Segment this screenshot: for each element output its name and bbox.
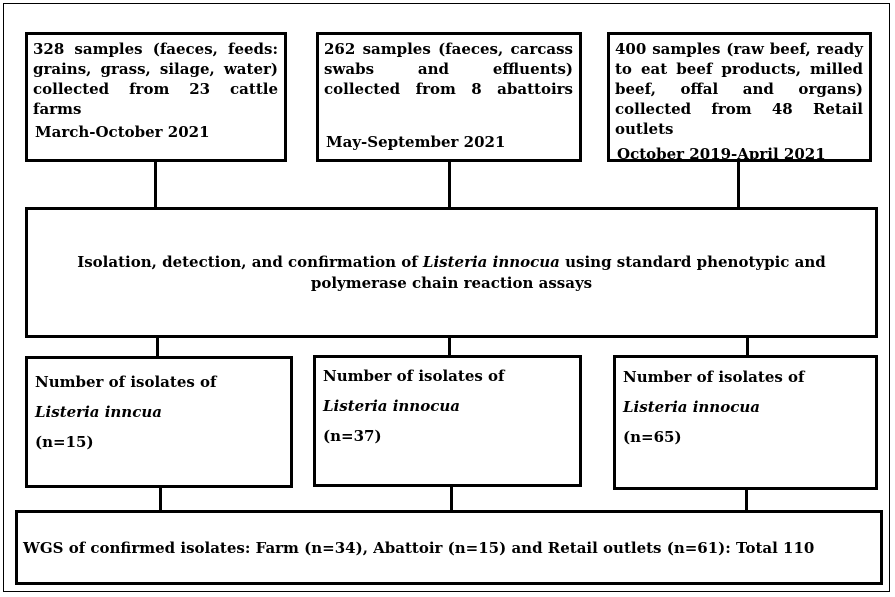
connector-line (154, 162, 157, 207)
connector-line (450, 487, 453, 510)
isolation-suffix: using standard phenotypic and polymerase… (310, 252, 826, 292)
farm-isolates-box: Number of isolates of Listeria inncua (n… (25, 356, 293, 488)
retail-samples-box: 400 samples (raw beef, ready to eat beef… (607, 32, 872, 163)
figure-frame (3, 3, 890, 592)
abattoir-isolates-label: Number of isolates of (323, 367, 505, 385)
isolation-step-box: Isolation, detection, and confirmation o… (25, 207, 878, 338)
farm-isolates-label: Number of isolates of (35, 373, 217, 391)
abattoir-isolates-box: Number of isolates of Listeria innocua (… (313, 355, 582, 487)
wgs-summary-text: WGS of confirmed isolates: Farm (n=34), … (23, 538, 815, 557)
isolation-species: Listeria innocua (422, 252, 560, 271)
connector-line (746, 338, 749, 355)
abattoir-isolates-species: Listeria innocua (323, 397, 460, 415)
retail-isolates-label: Number of isolates of (623, 368, 805, 386)
abattoir-isolates-count: (n=37) (323, 427, 382, 445)
connector-line (159, 488, 162, 510)
connector-line (156, 338, 159, 356)
wgs-summary-box: WGS of confirmed isolates: Farm (n=34), … (15, 510, 883, 585)
isolation-step-text: Isolation, detection, and confirmation o… (28, 252, 875, 294)
retail-isolates-box: Number of isolates of Listeria innocua (… (613, 355, 878, 490)
farm-samples-box: 328 samples (faeces, feeds: grains, gras… (25, 32, 287, 162)
isolation-prefix: Isolation, detection, and confirmation o… (77, 252, 423, 271)
farm-samples-date: March-October 2021 (35, 123, 210, 141)
farm-samples-text: 328 samples (faeces, feeds: grains, gras… (33, 40, 278, 118)
retail-isolates-count: (n=65) (623, 428, 682, 446)
retail-isolates-species: Listeria innocua (623, 398, 760, 416)
abattoir-samples-text: 262 samples (faeces, carcass swabs and e… (324, 40, 573, 98)
abattoir-samples-box: 262 samples (faeces, carcass swabs and e… (316, 32, 582, 162)
retail-samples-date: October 2019-April 2021 (617, 145, 826, 163)
abattoir-samples-date: May-September 2021 (326, 133, 506, 151)
connector-line (448, 338, 451, 355)
farm-isolates-species: Listeria inncua (35, 403, 162, 421)
connector-line (737, 162, 740, 207)
retail-samples-text: 400 samples (raw beef, ready to eat beef… (615, 40, 863, 138)
connector-line (448, 162, 451, 207)
farm-isolates-count: (n=15) (35, 433, 94, 451)
connector-line (745, 490, 748, 510)
